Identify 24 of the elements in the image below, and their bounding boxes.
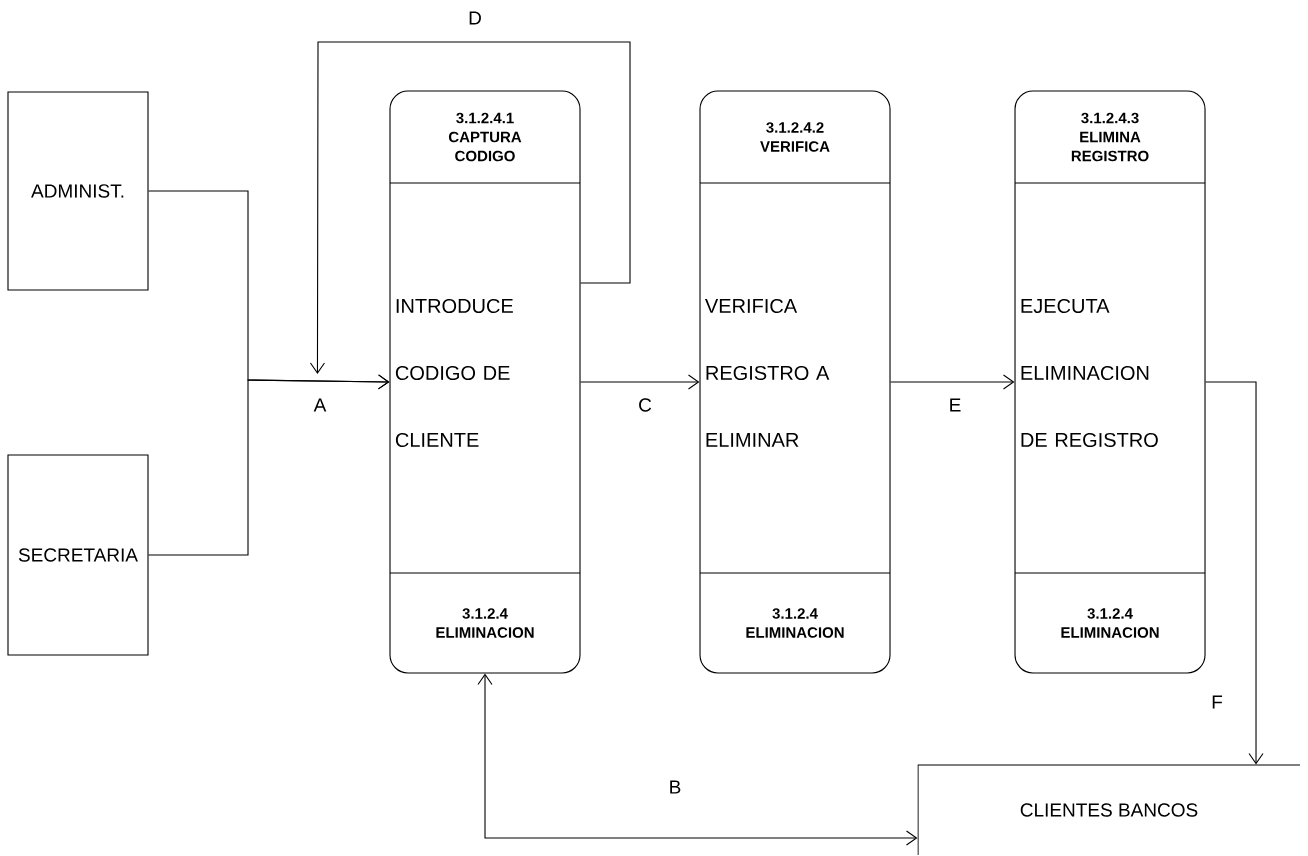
- edge-label: B: [666, 778, 684, 796]
- edge-label: A: [311, 396, 329, 414]
- arrow: [1205, 381, 1264, 765]
- arrow: [580, 374, 700, 390]
- edge-label: E: [946, 396, 964, 414]
- edge-label: F: [1209, 693, 1225, 711]
- entity-box: SECRETARIA: [7, 454, 149, 656]
- edge-label: C: [636, 396, 654, 414]
- arrow: [148, 374, 390, 556]
- entity-box: ADMINIST.: [7, 91, 149, 291]
- process-description: EJECUTA ELIMINACION DE REGISTRO: [1021, 298, 1158, 448]
- arrow: [309, 41, 631, 374]
- data-store: CLIENTES BANCOS: [917, 764, 1301, 856]
- process-footer: 3.1.2.4 ELIMINACION: [746, 608, 844, 638]
- arrow: [890, 374, 1015, 390]
- process-footer: 3.1.2.4 ELIMINACION: [436, 608, 534, 638]
- process-heading: 3.1.2.4.3 ELIMINA REGISTRO: [1071, 112, 1149, 162]
- arrow: [477, 673, 918, 846]
- process-description: INTRODUCE CODIGO DE CLIENTE: [395, 298, 513, 448]
- process-footer: 3.1.2.4 ELIMINACION: [1061, 608, 1159, 638]
- edge-label: D: [466, 9, 484, 27]
- process-heading: 3.1.2.4.2 VERIFICA: [760, 122, 830, 152]
- process-heading: 3.1.2.4.1 CAPTURA CODIGO: [448, 112, 522, 162]
- process-description: VERIFICA REGISTRO A ELIMINAR: [705, 298, 830, 447]
